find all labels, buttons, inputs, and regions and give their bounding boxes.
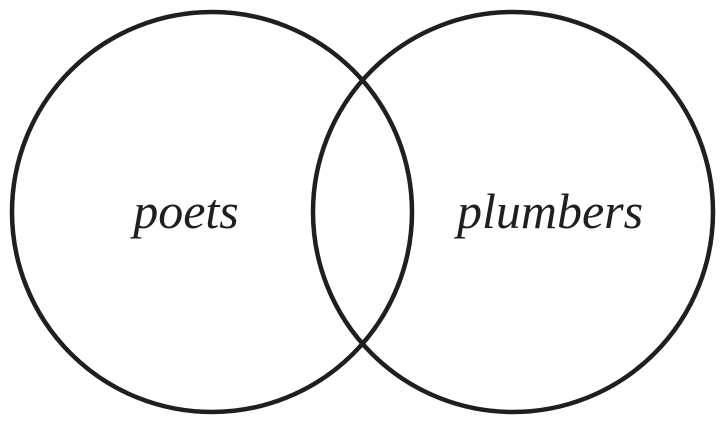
poets-set-circle — [9, 9, 415, 415]
poets-set-label: poets — [130, 183, 239, 239]
plumbers-set-circle — [310, 9, 716, 415]
plumbers-set-label: plumbers — [454, 183, 643, 239]
